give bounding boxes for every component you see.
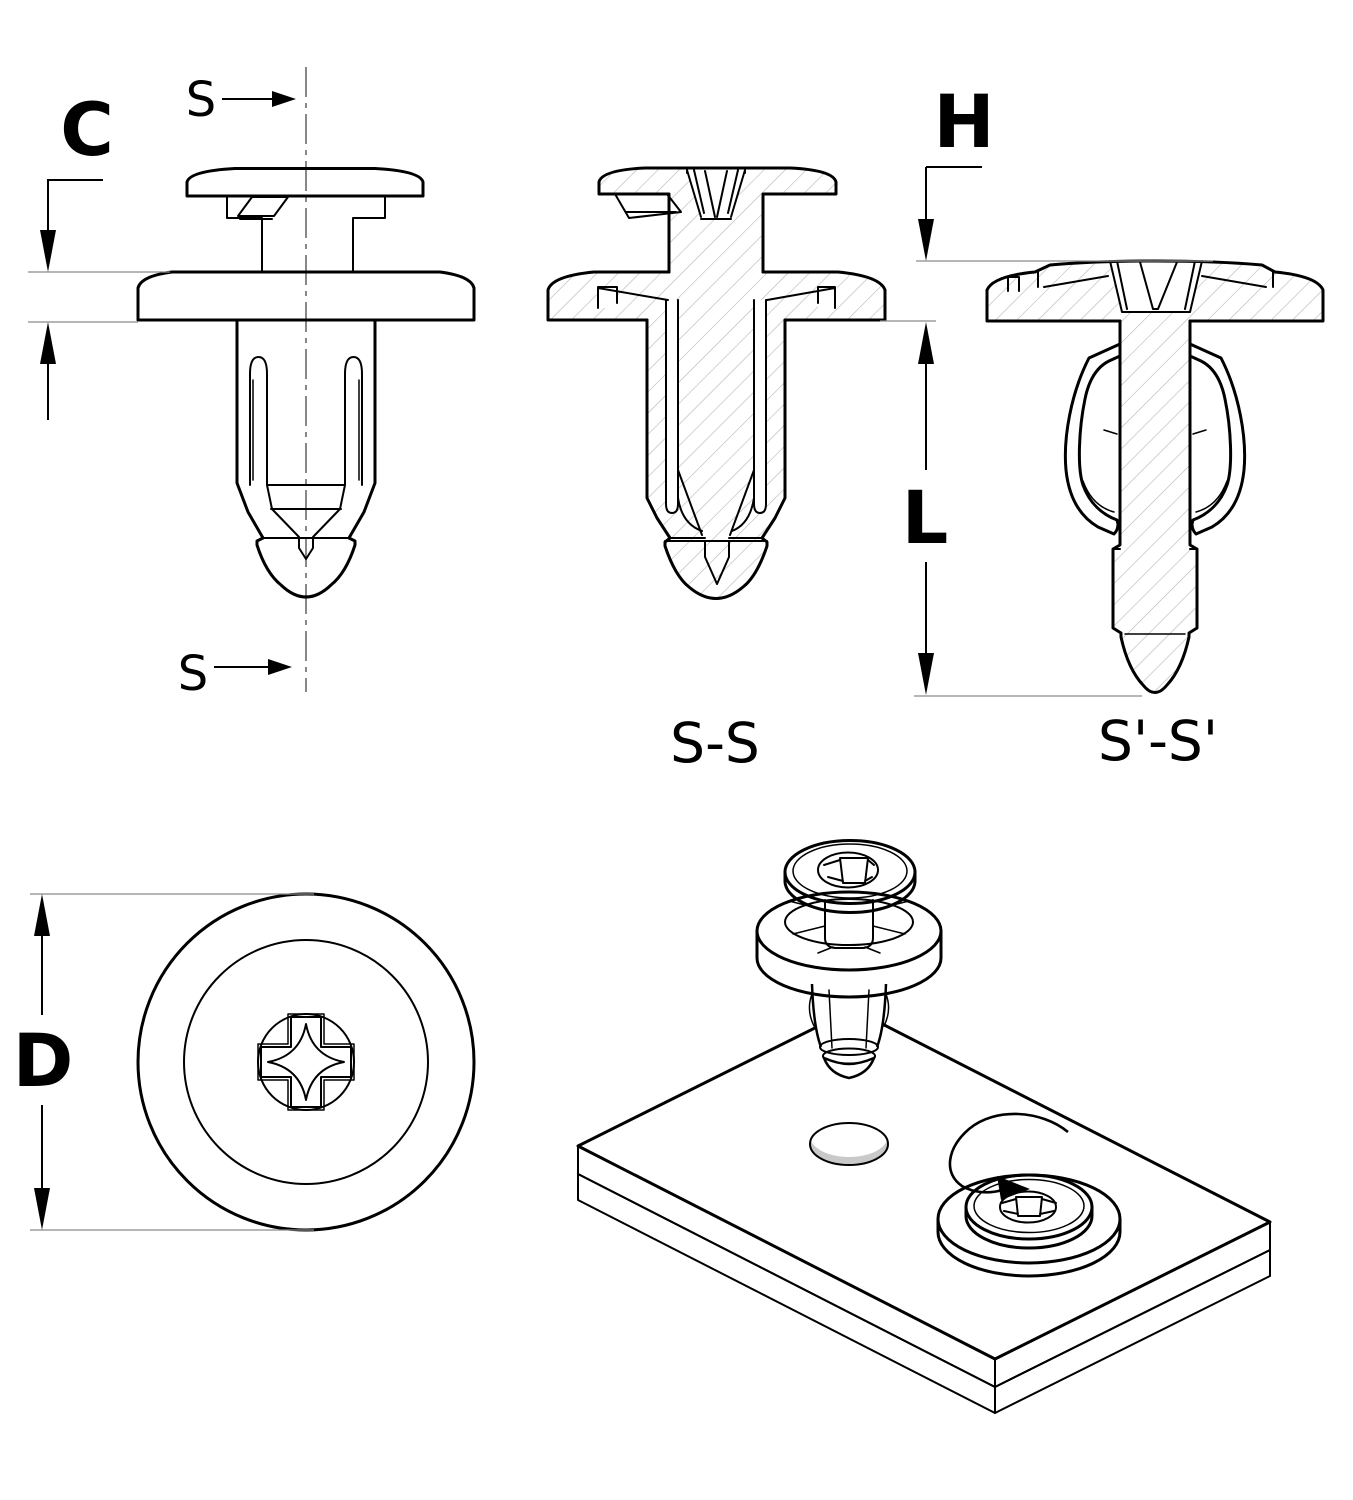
dim-d-label: D [13,1019,74,1104]
head-top [783,839,917,905]
side-view: S S C [28,67,476,702]
head-wall [783,870,917,914]
stem-inner-lines [828,989,870,1049]
rivet-flange [136,270,476,322]
slot-outlines [665,299,767,514]
section-arrow-top: S [186,72,296,128]
fin-cone-rim [784,898,914,946]
tip-nose [821,1055,877,1080]
stem-edges [810,983,888,1048]
spring-wing-right [1188,342,1247,536]
section-tip-outline [663,536,769,600]
head-details [1007,271,1274,292]
section-title-ss: S-S [670,711,760,775]
floating-rivet [755,839,943,1080]
phillips-star-center [267,1023,345,1101]
dim-l-label: L [902,476,949,561]
installed-head-top [964,1173,1094,1241]
wing-details [1082,429,1228,513]
dim-c: C [28,88,170,420]
tip-collar [819,1038,879,1056]
arrowhead [272,91,296,107]
section-flange-outline [546,270,887,322]
plate-side-right-gray [994,1249,1271,1414]
hatched-material [548,168,885,599]
leg-slots [249,356,363,538]
flange-top [755,890,943,972]
section-window [614,193,682,219]
section-marker-top-label: S [186,72,216,128]
section-legs-outline [645,318,787,540]
section-ss-view: S-S [546,166,887,775]
arrowhead-down [40,230,56,272]
tip-details [262,537,350,560]
spring-wing-left [1063,342,1122,536]
installed-flange-wall [936,1217,1122,1278]
section-arrow-bottom: S [178,646,292,702]
plate-side-left-gray [577,1173,996,1414]
pin-internals [664,469,768,585]
snap-window [237,196,289,220]
dim-c-label: C [60,88,114,173]
isometric-view [576,839,1272,1414]
plate-hole [809,1122,889,1166]
section-sprime-view: S'-S' H L [880,80,1325,773]
hatched-material [987,260,1323,693]
installed-recess-detail [1001,1196,1057,1217]
dim-h-label: H [933,80,994,165]
head-recess [817,851,879,889]
installed-rivet [936,1173,1122,1278]
plate [576,1007,1272,1414]
flange-wall [755,929,943,999]
rivet-tip [255,536,357,599]
phillips-recess-section [1109,260,1203,313]
arrowhead-up [918,322,934,364]
arrowhead-up [40,322,56,364]
arrowhead-down [918,653,934,695]
arrowhead [268,659,292,675]
neck [824,899,874,949]
cap-circle [183,939,429,1185]
section-marker-bottom-label: S [178,646,208,702]
installed-head-rim [973,1178,1085,1234]
phillips-cross-chamfer [257,1013,355,1111]
slot-inner-lines [252,379,360,481]
installed-head-wall [964,1205,1094,1250]
dim-l: L [902,364,1142,697]
swirl-arrowhead [997,1176,1030,1200]
insertion-swirl-arrow [948,1112,1069,1200]
head-recess-detail [823,857,875,884]
top-view: D [13,892,476,1232]
rivet-cap [185,167,425,198]
flange-internals [597,286,836,309]
flange-circle [136,892,476,1232]
arrowhead-down [918,219,934,261]
arrowhead-down [34,1188,50,1230]
head-rim [792,843,908,899]
phillips-recess-section [686,167,746,220]
phillips-cross [260,1016,352,1108]
installed-recess [999,1190,1057,1224]
dim-h: H [880,80,1213,364]
stem-barbs [808,993,890,1027]
rivet-legs [235,318,377,540]
dim-d: D [13,893,314,1231]
swirl-curve [948,1112,1069,1194]
arrowhead-up [34,894,50,936]
plate-top-face [576,1007,1272,1361]
section-title-sprime: S'-S' [1098,709,1218,773]
plate-side-left-white [577,1145,996,1388]
stem-outline [1111,319,1199,694]
